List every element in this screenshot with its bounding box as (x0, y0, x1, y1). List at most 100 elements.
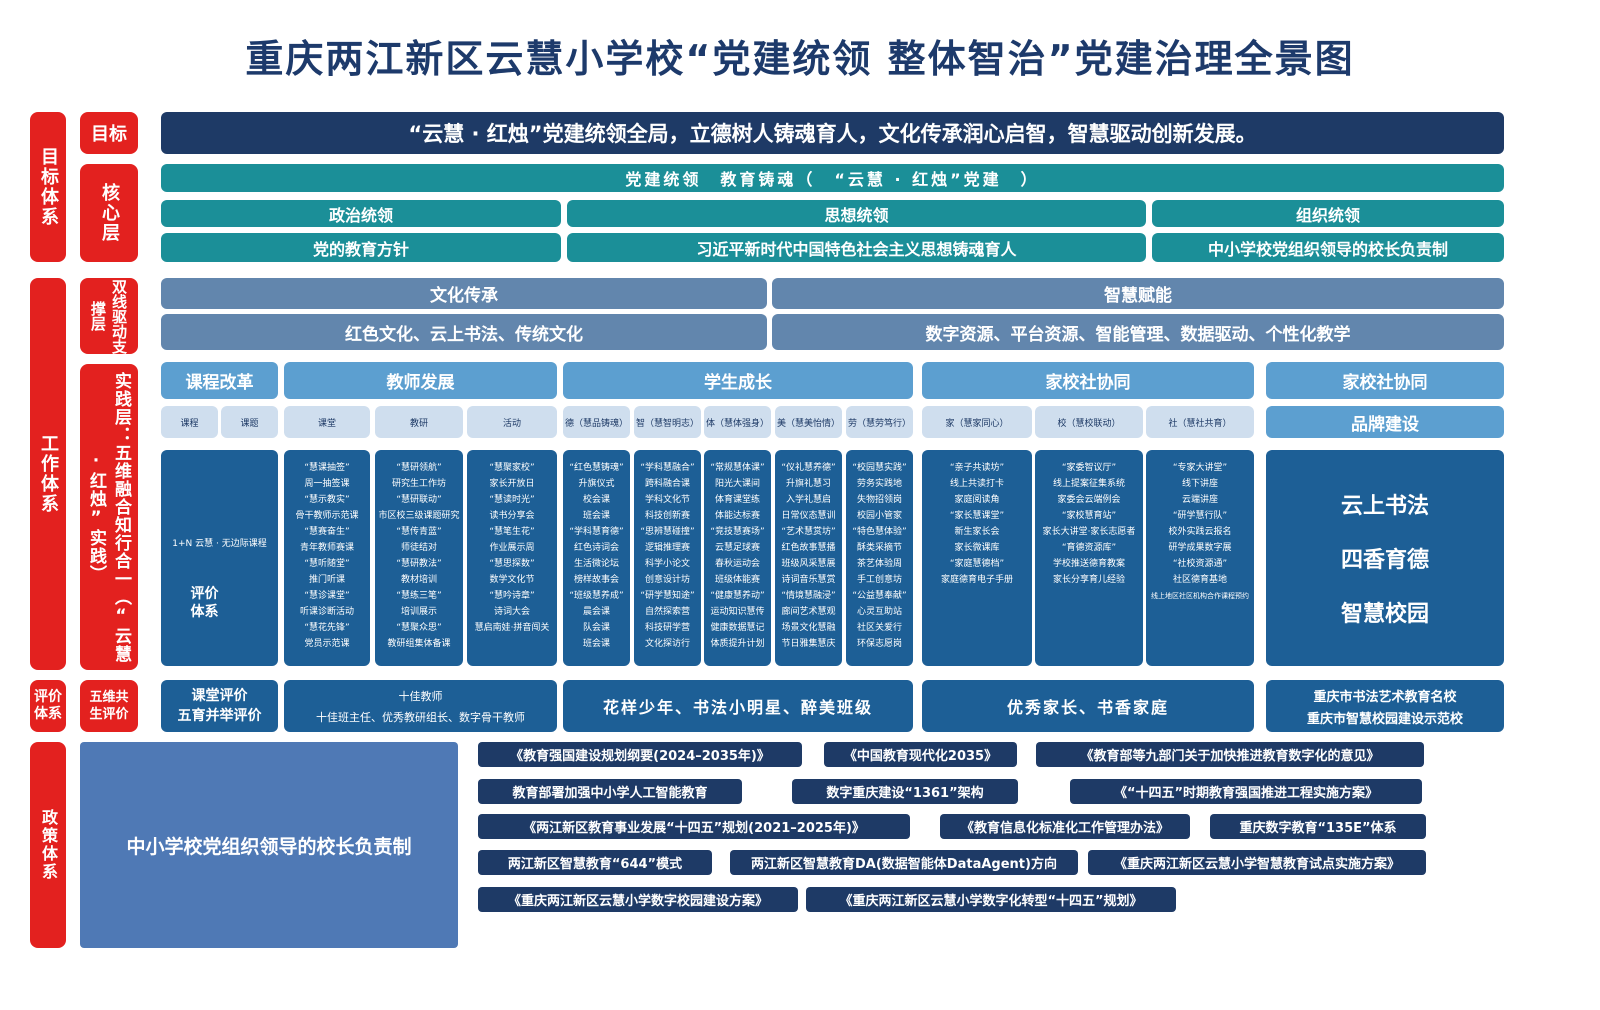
eval-home: 优秀家长、书香家庭 (922, 680, 1254, 732)
list-item: 科技研学营 (644, 623, 690, 633)
practice-header-student: 学生成长 (563, 362, 913, 399)
list-item: “红色慧铸魂” (569, 463, 624, 473)
list-item: “慧吟诗章” (489, 591, 535, 601)
eval-course: 课堂评价 五育并举评价 (161, 680, 278, 732)
core-sub-system: 中小学校党组织领导的校长负责制 (1152, 233, 1504, 262)
list-item: “家校慧育站” (1061, 511, 1117, 521)
list-item: 运动知识慧传 (710, 607, 765, 617)
sub-course: 课程 (161, 406, 218, 438)
practice-header-course: 课程改革 (161, 362, 278, 399)
list-item: 榜样故事会 (573, 575, 619, 585)
sub-intellect: 智（慧智明志） (634, 406, 701, 438)
practice-header-teacher: 教师发展 (284, 362, 557, 399)
list-item: 创意设计坊 (644, 575, 690, 585)
list-item: 春秋运动会 (714, 559, 760, 569)
list-item: “慧传青蓝” (396, 527, 442, 537)
list-item: 校外实践云报名 (1168, 527, 1232, 537)
list-item: 培训展示 (400, 607, 437, 617)
student-col-intellect: “学科慧融合”跨科融合课学科文化节科技创新赛“思辨慧碰撞”逻辑推理赛科学小论文创… (634, 450, 701, 666)
list-item: 学科文化节 (644, 495, 690, 505)
eval-brand-1: 重庆市书法艺术教育名校 (1313, 689, 1457, 705)
list-item: “校园慧实践” (852, 463, 907, 473)
list-item: “慧示教实” (304, 495, 350, 505)
core-political: 政治统领 (161, 200, 561, 227)
list-item: 节日雅集慧庆 (781, 639, 836, 649)
eval-brand-2: 重庆市智慧校园建设示范校 (1306, 711, 1463, 727)
list-item: “慧聚家校” (489, 463, 535, 473)
list-item: 教材培训 (400, 575, 437, 585)
list-item: 入学礼慧启 (785, 495, 831, 505)
label-core: 核心层 (80, 164, 138, 262)
policy-item: 重庆数字教育“135E”体系 (1210, 814, 1426, 839)
eval-teacher-sub: 十佳班主任、优秀教研组长、数字骨干教师 (316, 710, 525, 724)
policy-main: 中小学校党组织领导的校长负责制 (80, 742, 458, 948)
list-item: 线上地区社区机构合作课程预约 (1151, 592, 1249, 600)
policy-item: 《中国教育现代化2035》 (824, 742, 1017, 767)
student-col-moral: “红色慧铸魂”升旗仪式校会课班会课“学科慧育德”红色诗词会生活微论坛榜样故事会“… (563, 450, 630, 666)
list-item: 自然探索营 (644, 607, 690, 617)
eval-teacher: 十佳教师 十佳班主任、优秀教研组长、数字骨干教师 (284, 680, 557, 732)
list-item: 手工创意坊 (856, 575, 902, 585)
brand-col: 云上书法 四香育德 智慧校园 (1266, 450, 1504, 666)
student-col-physical: “常规慧体课”阳光大课间体育课堂练体能达标赛“竞技慧赛场”云慧足球赛春秋运动会班… (704, 450, 771, 666)
policy-item: 《重庆两江新区云慧小学数字化转型“十四五”规划》 (806, 887, 1176, 912)
policy-item: 《“十四五”时期教育强国推进工程实施方案》 (1070, 779, 1422, 804)
eval-brand: 重庆市书法艺术教育名校 重庆市智慧校园建设示范校 (1266, 680, 1504, 732)
policy-item: 数字重庆建设“1361”架构 (792, 779, 1018, 804)
label-target: 目标 (80, 112, 138, 154)
list-item: “慧笔生花” (489, 527, 535, 537)
list-item: “研学慧行队” (1172, 511, 1228, 521)
eval-teacher-title: 十佳教师 (398, 689, 443, 703)
list-item: 科学小论文 (644, 559, 690, 569)
list-item: 劳务实践地 (856, 479, 902, 489)
list-item: 诗词大会 (493, 607, 530, 617)
list-item: 班会课 (582, 639, 610, 649)
list-item: “社校资源通” (1172, 559, 1228, 569)
list-item: 诗词音乐慧赏 (781, 575, 836, 585)
list-item: 作业展示周 (489, 543, 535, 553)
list-item: 师徒结对 (400, 543, 437, 553)
list-item: 骨干教师示范课 (295, 511, 359, 521)
list-item: 失物招领岗 (856, 495, 902, 505)
list-item: “慧练三笔” (396, 591, 442, 601)
list-item: 升旗仪式 (578, 479, 615, 489)
side-target-system: 目标体系 (30, 112, 66, 262)
list-item: 晨会课 (582, 607, 610, 617)
core-top-banner: 党建统领 教育铸魂（ “云慧 · 红烛”党建 ） (161, 164, 1504, 192)
list-item: 体育课堂练 (714, 495, 760, 505)
policy-item: 两江新区智慧教育“644”模式 (478, 850, 712, 875)
list-item: 市区校三级课题研究 (378, 511, 460, 521)
policy-item: 《重庆两江新区云慧小学数字校园建设方案》 (478, 887, 798, 912)
list-item: “学科慧育德” (569, 527, 624, 537)
list-item: 校园小管家 (856, 511, 902, 521)
support-smart-sub: 数字资源、平台资源、智能管理、数据驱动、个性化教学 (772, 314, 1504, 350)
side-eval-system: 评价体系 (30, 680, 66, 732)
list-item: 云慧足球赛 (714, 543, 760, 553)
course-eval-text: 评价体系 (190, 585, 219, 620)
label-eval: 五维共生评价 (80, 680, 138, 732)
list-item: 家庭阅读角 (954, 495, 1000, 505)
core-sub-policy: 党的教育方针 (161, 233, 561, 262)
policy-item: 《重庆两江新区云慧小学智慧教育试点实施方案》 (1088, 850, 1426, 875)
list-item: “慧聚众思” (396, 623, 442, 633)
list-item: “慧研领航” (396, 463, 442, 473)
list-item: “慧课抽签” (304, 463, 350, 473)
list-item: “慧读时光” (489, 495, 535, 505)
sub-labor: 劳（慧劳笃行） (846, 406, 913, 438)
list-item: 环保志愿岗 (856, 639, 902, 649)
brand-item-four-fragrance: 四香育德 (1340, 548, 1429, 573)
support-culture-title: 文化传承 (161, 278, 767, 309)
list-item: “艺术慧赏坊” (781, 527, 836, 537)
list-item: 家长开放日 (489, 479, 535, 489)
list-item: 社区德育基地 (1172, 575, 1227, 585)
list-item: “公益慧奉献” (852, 591, 907, 601)
list-item: 酥类采摘节 (856, 543, 902, 553)
list-item: 班会课 (582, 511, 610, 521)
sub-brand: 品牌建设 (1266, 406, 1504, 438)
list-item: 升旗礼慧习 (785, 479, 831, 489)
list-item: “慧诊课堂” (304, 591, 350, 601)
list-item: 场景文化慧融 (781, 623, 836, 633)
list-item: “健康慧养动” (710, 591, 765, 601)
practice-header-brand: 家校社协同 (1266, 362, 1504, 399)
list-item: “慧思探数” (489, 559, 535, 569)
